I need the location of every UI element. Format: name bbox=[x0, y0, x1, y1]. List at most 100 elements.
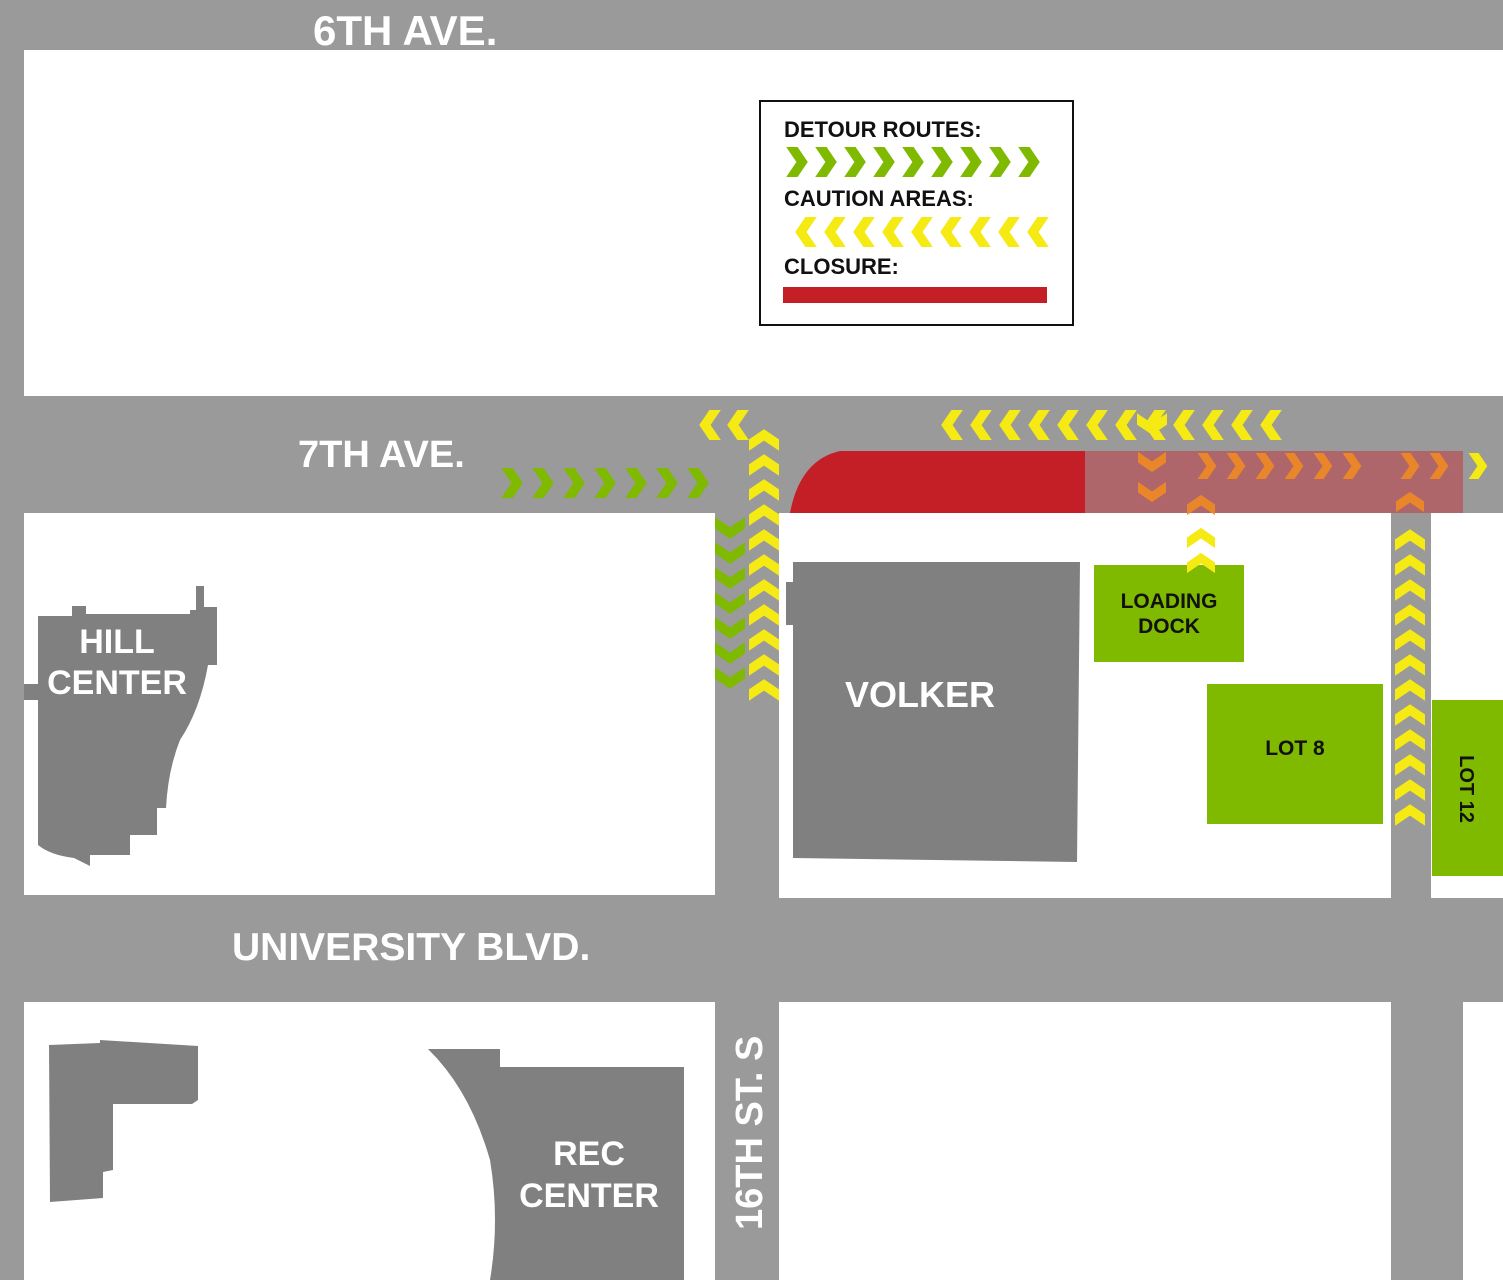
legend-caution-label: CAUTION AREAS: bbox=[784, 186, 974, 211]
detour-arrow bbox=[715, 617, 745, 639]
legend-caution-arrow bbox=[940, 217, 962, 247]
detour-arrow bbox=[625, 468, 647, 498]
detour-arrow bbox=[656, 468, 678, 498]
hill-center-building bbox=[24, 586, 217, 866]
legend-closure-label: CLOSURE: bbox=[784, 254, 899, 279]
closure-overlay-arrow bbox=[1138, 481, 1166, 503]
legend-detour-arrow bbox=[786, 147, 808, 177]
legend-detour-label: DETOUR ROUTES: bbox=[784, 117, 982, 142]
legend-detour-arrow bbox=[902, 147, 924, 177]
caution-arrow bbox=[1202, 410, 1224, 440]
caution-arrow bbox=[1187, 527, 1215, 549]
caution-arrow bbox=[699, 410, 721, 440]
lot-12 bbox=[1432, 700, 1503, 876]
detour-arrows bbox=[501, 468, 745, 689]
legend-detour-arrow bbox=[960, 147, 982, 177]
detour-arrow bbox=[532, 468, 554, 498]
caution-arrow bbox=[749, 454, 779, 476]
detour-arrow bbox=[687, 468, 709, 498]
caution-arrow bbox=[1173, 410, 1195, 440]
caution-arrow bbox=[749, 479, 779, 501]
caution-arrow bbox=[1395, 704, 1425, 726]
closure-overlay-arrow bbox=[1197, 453, 1217, 479]
closure-overlay-arrows bbox=[1138, 451, 1488, 516]
caution-arrow bbox=[1395, 604, 1425, 626]
caution-arrow bbox=[1395, 754, 1425, 776]
detour-arrow bbox=[501, 468, 523, 498]
caution-arrow bbox=[1395, 679, 1425, 701]
loading-dock-label-line2: DOCK bbox=[1138, 615, 1200, 638]
street-label-6th-ave: 6TH AVE. bbox=[313, 7, 497, 54]
rec-center-building bbox=[428, 1049, 684, 1280]
closure-overlay-arrow bbox=[1187, 494, 1215, 516]
west-south-building bbox=[49, 1040, 198, 1202]
detour-arrow bbox=[715, 642, 745, 664]
caution-arrow bbox=[749, 629, 779, 651]
legend-detour-arrow bbox=[931, 147, 953, 177]
volker-label: VOLKER bbox=[845, 674, 995, 715]
legend-caution-arrow bbox=[882, 217, 904, 247]
legend-detour-arrow bbox=[989, 147, 1011, 177]
caution-arrow bbox=[749, 429, 779, 451]
caution-arrow bbox=[1231, 410, 1253, 440]
block-southeast bbox=[779, 1002, 1391, 1280]
caution-arrow bbox=[1057, 410, 1079, 440]
legend-detour-arrow bbox=[873, 147, 895, 177]
caution-arrow bbox=[749, 679, 779, 701]
volker-building bbox=[786, 562, 1080, 862]
caution-arrow bbox=[970, 410, 992, 440]
detour-arrow bbox=[715, 667, 745, 689]
detour-arrow bbox=[715, 592, 745, 614]
loading-dock-label-line1: LOADING bbox=[1121, 590, 1218, 613]
caution-arrow bbox=[727, 410, 749, 440]
detour-arrow bbox=[715, 517, 745, 539]
detour-arrow bbox=[563, 468, 585, 498]
closure-overlay-arrow bbox=[1400, 453, 1420, 479]
lot-8-label: LOT 8 bbox=[1265, 737, 1325, 760]
caution-arrow bbox=[1115, 410, 1137, 440]
hill-center-label-line1: HILL bbox=[79, 623, 155, 661]
legend-detour-arrow bbox=[815, 147, 837, 177]
loading-dock-lot bbox=[1094, 565, 1244, 662]
block-far-southeast bbox=[1463, 1002, 1503, 1280]
caution-arrow bbox=[749, 529, 779, 551]
rec-center-label-line2: CENTER bbox=[519, 1177, 659, 1215]
street-label-university-blvd: UNIVERSITY BLVD. bbox=[232, 926, 590, 969]
closure-overlay-arrow bbox=[1284, 453, 1304, 479]
caution-arrow bbox=[1086, 410, 1108, 440]
caution-arrow bbox=[1187, 552, 1215, 574]
lot-8 bbox=[1207, 684, 1383, 824]
legend-detour-arrow bbox=[1018, 147, 1040, 177]
caution-arrow bbox=[999, 410, 1021, 440]
closure-overlay-arrow bbox=[1396, 491, 1424, 513]
caution-arrow bbox=[1395, 779, 1425, 801]
caution-arrow bbox=[749, 554, 779, 576]
caution-arrow bbox=[1395, 554, 1425, 576]
legend-caution-arrow bbox=[853, 217, 875, 247]
legend-closure-swatch bbox=[783, 287, 1047, 303]
legend-caution-arrow bbox=[795, 217, 817, 247]
legend-caution-arrow bbox=[1027, 217, 1049, 247]
legend-detour-arrow bbox=[844, 147, 866, 177]
closure-overlay-arrow bbox=[1429, 453, 1449, 479]
legend: DETOUR ROUTES: CAUTION AREAS: CLOSURE: bbox=[759, 100, 1074, 326]
legend-caution-swatch bbox=[795, 217, 1049, 247]
caution-arrow bbox=[749, 654, 779, 676]
legend-caution-arrow bbox=[998, 217, 1020, 247]
legend-detour-swatch bbox=[786, 147, 1040, 177]
closure-overlay-arrow bbox=[1138, 451, 1166, 473]
legend-caution-arrow bbox=[969, 217, 991, 247]
caution-arrow bbox=[941, 410, 963, 440]
caution-arrow bbox=[1260, 410, 1282, 440]
caution-arrow bbox=[749, 604, 779, 626]
caution-arrow bbox=[1395, 579, 1425, 601]
closure-zone bbox=[790, 451, 1085, 513]
lot-12-label: LOT 12 bbox=[1455, 755, 1477, 823]
detour-arrow bbox=[715, 542, 745, 564]
hill-center-label-line2: CENTER bbox=[47, 664, 187, 702]
caution-arrows bbox=[699, 410, 1425, 826]
detour-arrow bbox=[594, 468, 616, 498]
caution-arrow bbox=[1395, 804, 1425, 826]
caution-arrow bbox=[749, 579, 779, 601]
